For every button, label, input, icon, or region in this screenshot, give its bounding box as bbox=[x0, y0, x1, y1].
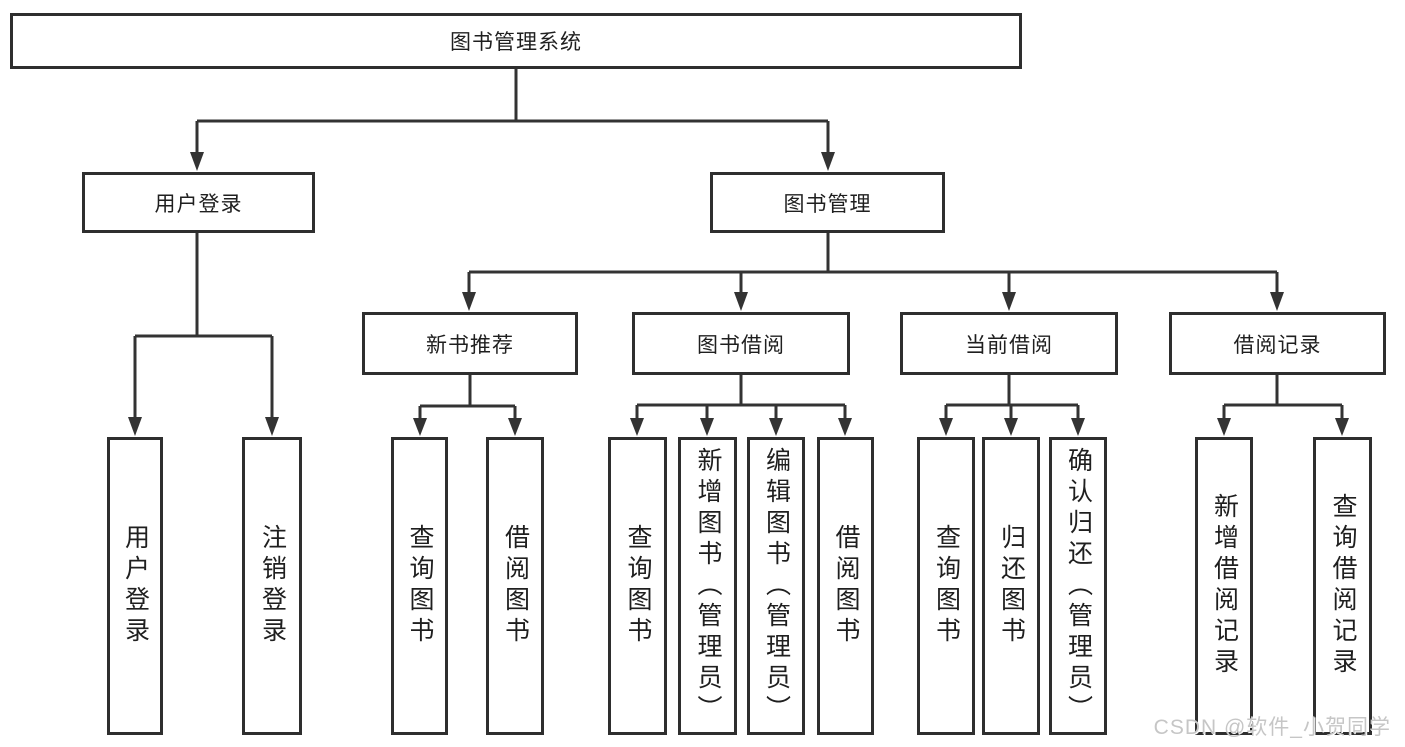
arrowhead-book-borrow bbox=[734, 292, 748, 311]
leaf-user-login: 用户登录 bbox=[107, 437, 163, 735]
leaf-query-borrow-record-label: 查询借阅记录 bbox=[1329, 493, 1357, 679]
leaf-query-borrow-record: 查询借阅记录 bbox=[1313, 437, 1372, 735]
leaf-query-books-borrowing: 查询图书 bbox=[608, 437, 667, 735]
node-book-management: 图书管理 bbox=[710, 172, 945, 233]
connector-current-borrow-branch bbox=[939, 375, 1085, 436]
leaf-edit-books-admin-label: 编辑图书（管理员） bbox=[762, 446, 791, 726]
leaf-query-books-current: 查询图书 bbox=[917, 437, 975, 735]
leaf-add-books-admin-label: 新增图书（管理员） bbox=[694, 446, 722, 726]
node-user-login: 用户登录 bbox=[82, 172, 315, 233]
leaf-confirm-return-admin: 确认归还（管理员） bbox=[1049, 437, 1107, 735]
leaf-query-books-recommend-label: 查询图书 bbox=[406, 524, 434, 648]
node-book-borrowing: 图书借阅 bbox=[632, 312, 850, 375]
connector-user-login-branch bbox=[128, 233, 279, 436]
leaf-add-borrow-record-label: 新增借阅记录 bbox=[1210, 493, 1239, 679]
leaf-borrow-books: 借阅图书 bbox=[817, 437, 874, 735]
node-current-borrowing: 当前借阅 bbox=[900, 312, 1118, 375]
arrowhead-borrow-records bbox=[1270, 292, 1284, 311]
connector-book-mgmt-to-level3 bbox=[462, 233, 1284, 311]
connector-new-book-rec-branch bbox=[413, 375, 522, 436]
leaf-borrow-books-recommend: 借阅图书 bbox=[486, 437, 544, 735]
arrowhead-leaf-logout bbox=[265, 417, 279, 436]
node-new-book-recommend: 新书推荐 bbox=[362, 312, 578, 375]
node-borrowing-records: 借阅记录 bbox=[1169, 312, 1386, 375]
arrowhead-user-login bbox=[190, 152, 204, 171]
leaf-edit-books-admin: 编辑图书（管理员） bbox=[747, 437, 805, 735]
leaf-add-books-admin: 新增图书（管理员） bbox=[678, 437, 737, 735]
connector-root-to-level2 bbox=[190, 69, 835, 171]
leaf-query-books-current-label: 查询图书 bbox=[932, 524, 961, 648]
node-root-system: 图书管理系统 bbox=[10, 13, 1022, 69]
connector-borrow-records-branch bbox=[1217, 375, 1349, 436]
leaf-return-books: 归还图书 bbox=[982, 437, 1040, 735]
leaf-query-books-borrowing-label: 查询图书 bbox=[624, 524, 652, 648]
arrowhead-current-borrow bbox=[1002, 292, 1016, 311]
leaf-borrow-books-label: 借阅图书 bbox=[832, 524, 860, 648]
arrowhead-leaf-user-login bbox=[128, 417, 142, 436]
connector-book-borrow-branch bbox=[630, 375, 852, 436]
arrowhead-new-book-rec bbox=[462, 292, 476, 311]
leaf-user-login-label: 用户登录 bbox=[121, 524, 150, 648]
arrowhead-book-mgmt bbox=[821, 152, 835, 171]
leaf-logout: 注销登录 bbox=[242, 437, 302, 735]
leaf-borrow-books-recommend-label: 借阅图书 bbox=[501, 524, 530, 648]
leaf-logout-label: 注销登录 bbox=[258, 524, 287, 648]
leaf-query-books-recommend: 查询图书 bbox=[391, 437, 448, 735]
leaf-add-borrow-record: 新增借阅记录 bbox=[1195, 437, 1253, 735]
leaf-return-books-label: 归还图书 bbox=[997, 524, 1026, 648]
leaf-confirm-return-admin-label: 确认归还（管理员） bbox=[1064, 446, 1093, 726]
csdn-watermark: CSDN @软件_小贺同学 bbox=[1153, 716, 1391, 739]
